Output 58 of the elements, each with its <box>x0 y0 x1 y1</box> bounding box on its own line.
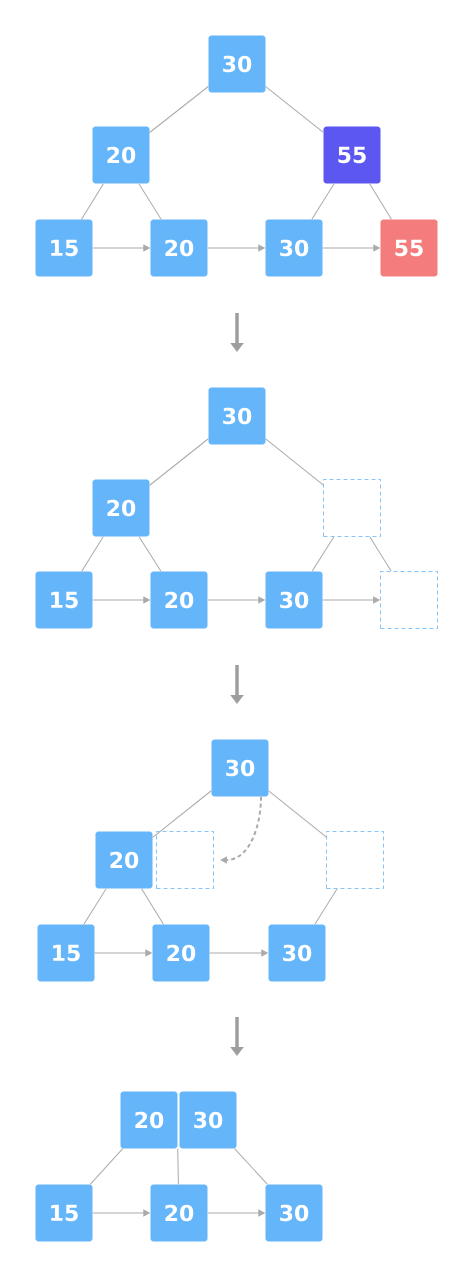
tree-line <box>311 536 335 572</box>
tree-line <box>369 536 392 572</box>
key-box: 55 <box>380 219 438 277</box>
tree-line <box>149 86 209 133</box>
arrow <box>92 596 150 604</box>
tree-line <box>234 1148 268 1185</box>
arrow <box>209 949 268 957</box>
key-box: 30 <box>179 1091 237 1149</box>
key-box: 30 <box>208 387 266 445</box>
key-box: 30 <box>265 1184 323 1242</box>
empty-slot-box <box>380 571 438 629</box>
tree-line <box>138 536 162 572</box>
tree-line <box>369 183 392 220</box>
key-box: 30 <box>268 924 326 982</box>
key-box: 15 <box>35 1184 93 1242</box>
empty-slot-box <box>156 831 214 889</box>
empty-slot-box <box>326 831 384 889</box>
tree-line <box>314 888 338 925</box>
key-box: 30 <box>265 571 323 629</box>
tree-line <box>81 536 104 572</box>
tree-line <box>83 888 107 925</box>
key-box: 20 <box>150 571 208 629</box>
tree-line <box>138 183 162 220</box>
arrow <box>92 244 150 252</box>
tree-line <box>141 888 164 925</box>
tree-line <box>177 1148 179 1185</box>
key-box: 20 <box>95 831 153 889</box>
tree-line <box>152 790 212 838</box>
arrow <box>207 1209 265 1217</box>
arrow <box>207 244 265 252</box>
arrow <box>92 1209 150 1217</box>
arrow <box>322 244 380 252</box>
empty-slot-box <box>323 479 381 537</box>
tree-line <box>149 438 209 486</box>
key-box: 20 <box>120 1091 178 1149</box>
tree-line <box>89 1148 124 1185</box>
arrow <box>322 596 380 604</box>
tree-line <box>311 183 335 220</box>
key-box: 20 <box>150 219 208 277</box>
arrow <box>94 949 152 957</box>
tree-line <box>268 790 327 838</box>
key-box: 20 <box>150 1184 208 1242</box>
node-label: 20 <box>135 1111 164 1129</box>
node-label: 30 <box>194 1111 223 1129</box>
tree-line <box>265 86 324 133</box>
tree-line <box>81 183 104 220</box>
key-box: 20 <box>152 924 210 982</box>
tree-line <box>265 438 324 486</box>
key-box: 20 <box>92 126 150 184</box>
key-box: 55 <box>323 126 381 184</box>
key-box: 30 <box>208 35 266 93</box>
key-box: 15 <box>35 219 93 277</box>
key-box: 15 <box>37 924 95 982</box>
arrow <box>207 596 265 604</box>
key-box: 20 <box>92 479 150 537</box>
key-box: 30 <box>211 739 269 797</box>
key-box: 15 <box>35 571 93 629</box>
key-box: 30 <box>265 219 323 277</box>
